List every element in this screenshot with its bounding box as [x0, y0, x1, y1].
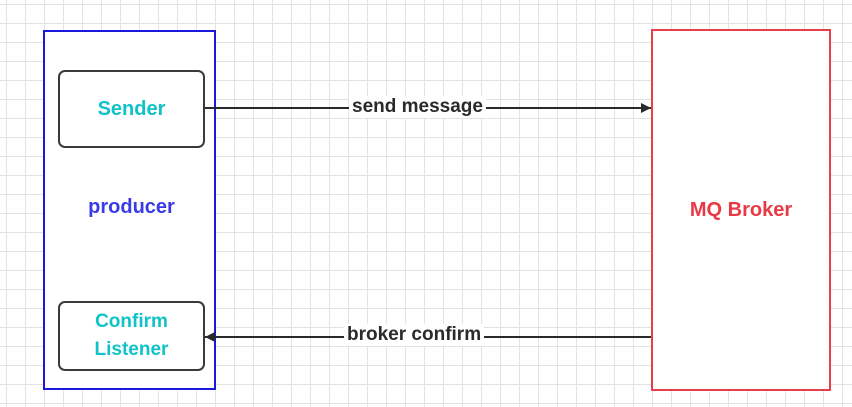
producer-label: producer: [88, 196, 175, 218]
confirm-listener-label-line-2: Listener: [94, 339, 169, 360]
confirm-listener-label-line-1: Confirm: [95, 311, 168, 333]
mq-broker-label: MQ Broker: [689, 198, 793, 221]
sender-label: Sender: [97, 97, 166, 120]
mq-broker-node: MQ Broker: [651, 29, 831, 391]
broker-confirm-label: broker confirm: [344, 324, 485, 346]
sender-node: Sender: [58, 70, 205, 148]
confirm-listener-node: Confirm Listener: [58, 301, 205, 371]
send-message-label: send message: [349, 96, 486, 118]
